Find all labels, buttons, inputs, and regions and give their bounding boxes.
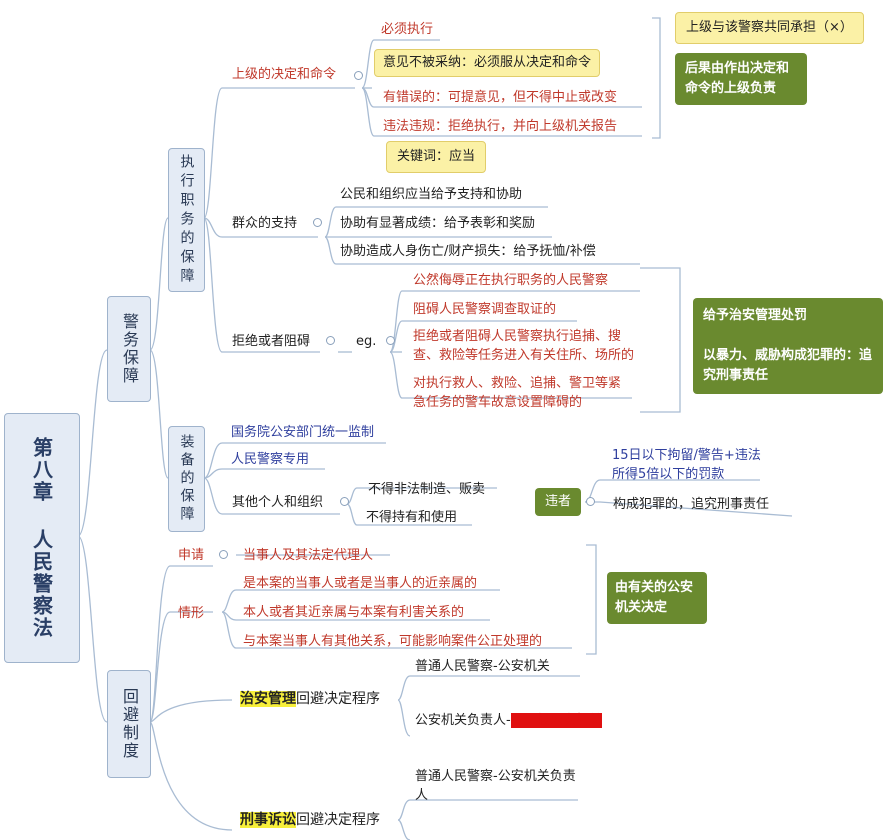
public-item-1: 公民和组织应当给予支持和协助 [340, 187, 523, 202]
superior-result: 后果由作出决定和命令的上级负责 [675, 53, 807, 105]
security-item-1: 普通人民警察-公安机关 [415, 659, 550, 674]
security-item-2-redacted: 上一级公安机关 [510, 713, 602, 728]
situation-item-1: 是本案的当事人或者是当事人的近亲属的 [243, 576, 478, 591]
situation-item-2: 本人或者其近亲属与本案有利害关系的 [243, 605, 465, 620]
node-equipment-guarantee[interactable]: 装备的保障 [168, 426, 205, 532]
branch-avoidance[interactable]: 回避制度 [107, 670, 151, 778]
root-node[interactable]: 第八章 人民警察法 [4, 413, 80, 663]
public-keyword-note: 关键词：应当 [386, 141, 487, 173]
collapse-icon[interactable] [340, 497, 349, 506]
public-item-2: 协助有显著成绩：给予表彰和奖励 [340, 216, 536, 231]
superior-item-3: 有错误的：可提意见，但不得中止或改变 [383, 90, 618, 105]
node-apply[interactable]: 申请 [178, 548, 205, 563]
penalty-detention: 15日以下拘留/警告+违法所得5倍以下的罚款 [612, 448, 761, 482]
obstruct-item-3: 拒绝或者阻碍人民警察执行追捕、搜查、救险等任务进入有关住所、场所的 [413, 329, 635, 363]
apply-item: 当事人及其法定代理人 [243, 548, 374, 563]
collapse-icon[interactable] [386, 336, 395, 345]
criminal-item-1: 普通人民警察-公安机关负责人 [415, 769, 576, 803]
node-superior-orders[interactable]: 上级的决定和命令 [232, 67, 337, 82]
superior-item-2-note: 意见不被采纳：必须服从决定和命令 [374, 49, 601, 77]
collapse-icon[interactable] [586, 497, 595, 506]
penalty-criminal: 构成犯罪的，追究刑事责任 [613, 497, 770, 512]
node-criminal-procedure[interactable]: 刑事诉讼回避决定程序 [240, 812, 380, 828]
others-item-1: 不得非法制造、贩卖 [368, 482, 486, 497]
obstruct-eg: eg. [356, 334, 377, 349]
collapse-icon[interactable] [326, 336, 335, 345]
node-security-procedure[interactable]: 治安管理回避决定程序 [240, 691, 380, 707]
situation-item-3: 与本案当事人有其他关系，可能影响案件公正处理的 [243, 634, 543, 649]
equipment-item-2: 人民警察专用 [231, 452, 310, 467]
node-situation[interactable]: 情形 [178, 606, 205, 621]
violator-node[interactable]: 违者 [535, 488, 582, 516]
collapse-icon[interactable] [354, 71, 363, 80]
root-title: 第八章 人民警察法 [29, 437, 54, 639]
branch-guarantee[interactable]: 警务保障 [107, 296, 151, 402]
node-duty-guarantee[interactable]: 执行职务的保障 [168, 148, 205, 292]
collapse-icon[interactable] [313, 218, 322, 227]
obstruct-item-4: 对执行救人、救险、追捕、警卫等紧急任务的警车故意设置障碍的 [413, 376, 622, 410]
superior-shared-note: 上级与该警察共同承担（×） [675, 12, 864, 44]
decide-result: 由有关的公安机关决定 [607, 572, 707, 624]
security-item-2: 公安机关负责人-上一级公安机关 [415, 713, 602, 728]
obstruct-item-1: 公然侮辱正在执行职务的人民警察 [413, 273, 609, 288]
obstruct-result: 给予治安管理处罚 以暴力、威胁构成犯罪的：追究刑事责任 [693, 298, 883, 394]
node-other-persons[interactable]: 其他个人和组织 [232, 495, 324, 510]
criminal-highlight: 刑事诉讼 [240, 812, 296, 828]
public-item-3: 协助造成人身伤亡/财产损失：给予抚恤/补偿 [340, 244, 596, 259]
superior-item-1: 必须执行 [381, 22, 434, 37]
collapse-icon[interactable] [219, 550, 228, 559]
others-item-2: 不得持有和使用 [366, 510, 458, 525]
equipment-item-1: 国务院公安部门统一监制 [231, 425, 375, 440]
node-public-support[interactable]: 群众的支持 [232, 216, 298, 231]
obstruct-item-2: 阻碍人民警察调查取证的 [413, 302, 557, 317]
superior-item-4: 违法违规：拒绝执行，并向上级机关报告 [383, 119, 618, 134]
security-highlight: 治安管理 [240, 691, 296, 707]
node-refuse-obstruct[interactable]: 拒绝或者阻碍 [232, 334, 311, 349]
